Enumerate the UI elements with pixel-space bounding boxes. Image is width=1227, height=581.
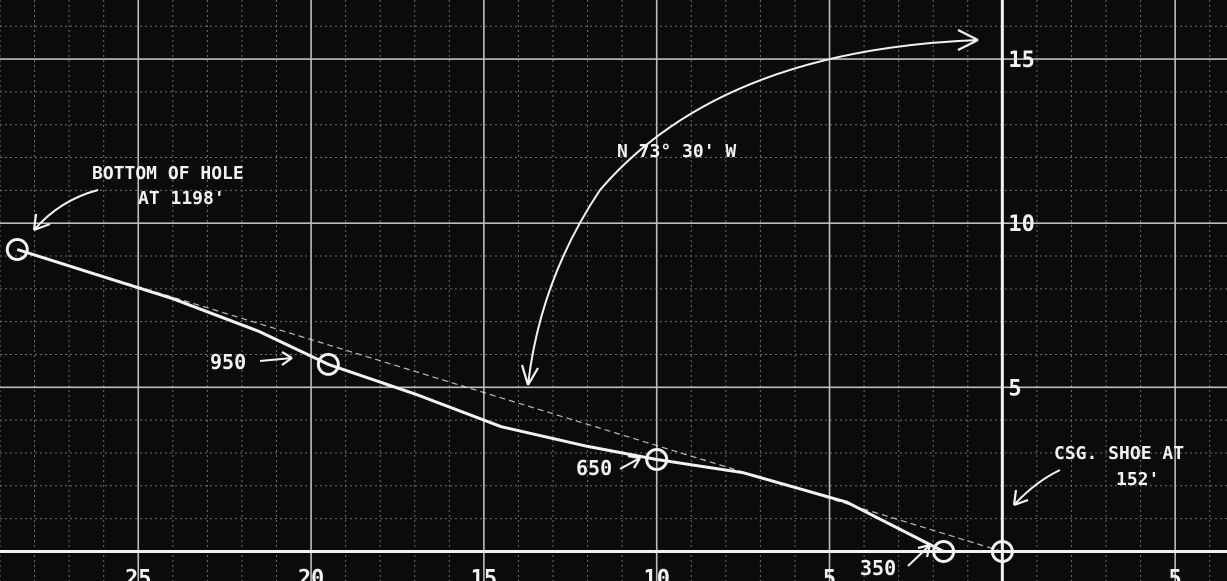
bearing-arc — [527, 39, 979, 386]
straight-line-to-bottom — [17, 248, 1003, 553]
station-marker — [5, 237, 29, 261]
x-tick-label: 25 — [125, 566, 152, 581]
bearing-arc-tail-head — [957, 29, 979, 51]
depth-350-leader — [907, 544, 931, 567]
depth-350-leader-head — [917, 543, 932, 558]
depth-650-leader — [619, 457, 641, 470]
x-tick-label: 20 — [298, 566, 325, 581]
x-tick-label: 5 — [823, 566, 836, 581]
x-tick-label: 5 — [1169, 566, 1182, 581]
y-tick-label: 5 — [1008, 376, 1021, 401]
bottom-of-hole-label-line1: BOTTOM OF HOLE — [92, 163, 244, 184]
station-marker — [316, 352, 340, 376]
x-tick-label: 15 — [471, 566, 498, 581]
bottom-hole-leader — [33, 189, 99, 231]
bearing-label: N 73° 30' W — [617, 141, 736, 162]
bottom-of-hole-label-line2: AT 1198' — [138, 188, 225, 209]
depth-950-leader — [259, 357, 293, 362]
survey-series — [16, 248, 1003, 553]
depth-label-950: 950 — [210, 350, 246, 374]
casing-shoe-label-line2: 152' — [1116, 469, 1159, 490]
bottom-hole-leader-head — [32, 213, 51, 232]
station-marker — [990, 539, 1014, 563]
depth-label-350: 350 — [860, 556, 896, 580]
tick-labels: 25 20 15 10 5 5 5 10 15 — [125, 48, 1182, 581]
station-marker — [645, 448, 669, 472]
y-tick-label: 15 — [1008, 48, 1035, 73]
depth-label-650: 650 — [576, 456, 612, 480]
annotation-arrows — [32, 29, 1061, 567]
bearing-arc-head — [520, 364, 539, 386]
station-marker — [932, 539, 956, 563]
casing-shoe-label-line1: CSG. SHOE AT — [1054, 443, 1184, 464]
depth-650-leader-head — [627, 454, 641, 469]
well-path-line — [16, 248, 1003, 553]
casing-shoe-leader — [1013, 469, 1061, 506]
y-tick-label: 10 — [1008, 212, 1035, 237]
casing-shoe-leader-head — [1012, 489, 1029, 507]
depth-950-leader-head — [281, 351, 293, 366]
x-tick-label: 10 — [643, 566, 670, 581]
station-markers — [5, 237, 1014, 563]
